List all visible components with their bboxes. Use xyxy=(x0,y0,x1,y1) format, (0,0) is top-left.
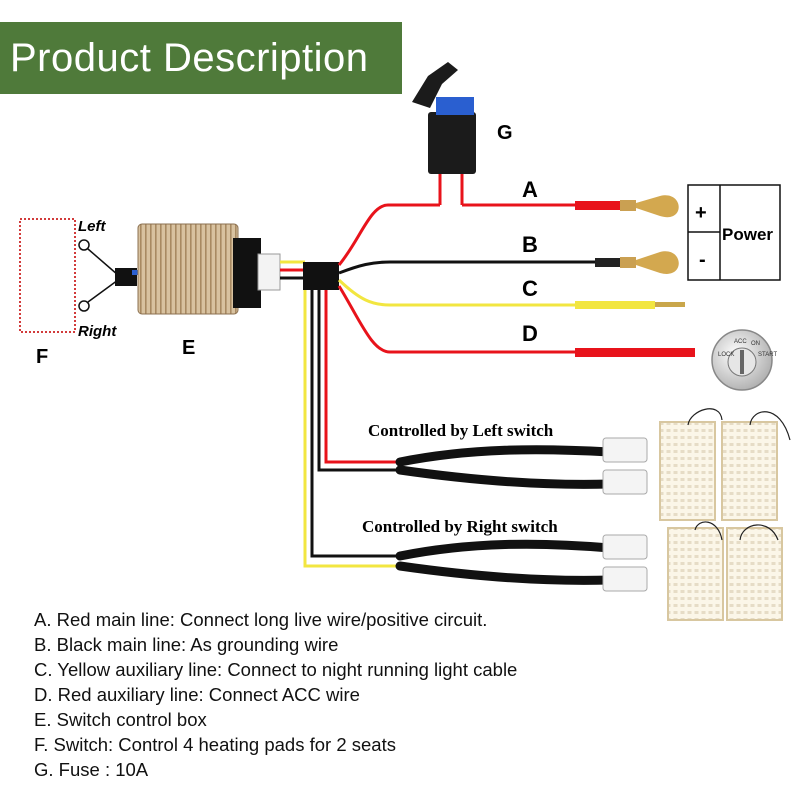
heating-pad xyxy=(726,524,783,621)
heating-pad xyxy=(721,411,791,521)
power-box xyxy=(687,184,781,281)
label-D: D xyxy=(522,321,538,346)
left-switch-cable xyxy=(395,437,648,495)
right-switch-caption: Controlled by Right switch xyxy=(362,517,558,536)
label-A: A xyxy=(522,177,538,202)
key-start-label: START xyxy=(758,352,777,358)
wire-junction xyxy=(303,262,339,290)
left-terminal-icon xyxy=(78,239,90,251)
right-terminal-icon xyxy=(78,300,90,312)
heating-pad xyxy=(659,408,723,521)
heating-pad xyxy=(667,521,724,621)
ring-terminal-a-icon xyxy=(636,195,679,218)
key-acc-label: ACC xyxy=(734,339,747,345)
label-B: B xyxy=(522,232,538,257)
legend-item: G. Fuse : 10A xyxy=(34,759,149,780)
legend-item: F. Switch: Control 4 heating pads for 2 … xyxy=(34,734,396,755)
legend-item: C. Yellow auxiliary line: Connect to nig… xyxy=(34,659,518,680)
fuse-holder xyxy=(412,62,476,174)
legend-item: E. Switch control box xyxy=(34,709,207,730)
legend-item: B. Black main line: As grounding wire xyxy=(34,634,339,655)
minus-label: - xyxy=(699,249,706,271)
plus-label: + xyxy=(695,202,707,224)
ignition-key-icon xyxy=(711,329,773,391)
ring-terminal-b-icon xyxy=(636,251,679,274)
label-G: G xyxy=(497,122,513,144)
label-C: C xyxy=(522,276,538,301)
legend: A. Red main line: Connect long live wire… xyxy=(34,607,517,782)
control-box xyxy=(137,223,281,315)
title-banner: Product Description xyxy=(0,22,402,94)
legend-item: D. Red auxiliary line: Connect ACC wire xyxy=(34,684,360,705)
power-label: Power xyxy=(722,225,773,244)
right-label: Right xyxy=(78,323,117,340)
switch-outline xyxy=(19,218,76,333)
label-F: F xyxy=(36,346,48,368)
key-on-label: ON xyxy=(751,341,760,347)
key-lock-label: LOCK xyxy=(718,352,734,358)
page-title: Product Description xyxy=(10,35,369,80)
left-label: Left xyxy=(78,218,107,235)
right-switch-cable xyxy=(395,534,648,592)
label-E: E xyxy=(182,337,195,359)
legend-item: A. Red main line: Connect long live wire… xyxy=(34,609,488,630)
left-switch-caption: Controlled by Left switch xyxy=(368,421,554,440)
